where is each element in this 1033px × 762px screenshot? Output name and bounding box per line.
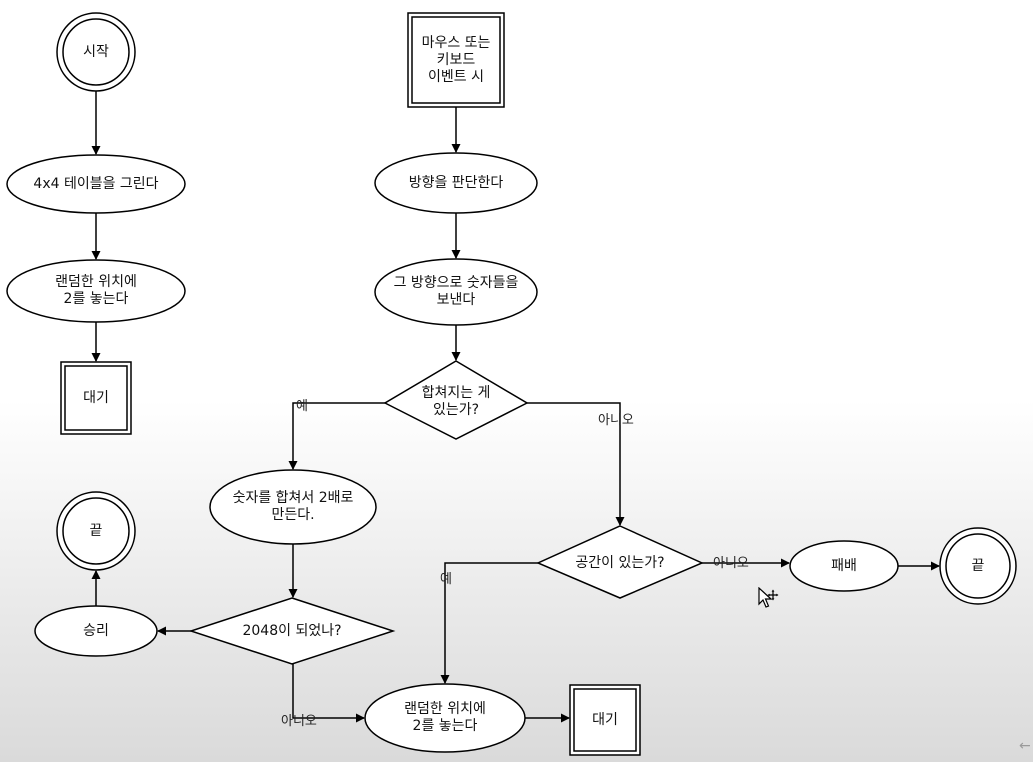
- arrow-2048-no-to-place-two: [292, 664, 365, 723]
- event-node[interactable]: [407, 12, 505, 108]
- edge-label-no: 아니오: [713, 556, 749, 571]
- reached-2048-decision[interactable]: [188, 597, 396, 665]
- draw-table-node[interactable]: [6, 154, 186, 214]
- arrow-space-yes-to-place-two: [440, 562, 538, 684]
- judge-direction-node[interactable]: [374, 152, 538, 214]
- place-two-start-node[interactable]: [6, 259, 186, 323]
- merge-double-node[interactable]: [209, 469, 377, 545]
- edge-label-yes: 예: [440, 572, 452, 587]
- edge-label-no: 아니오: [281, 714, 317, 729]
- can-merge-decision[interactable]: [383, 360, 529, 440]
- start-node[interactable]: [56, 12, 136, 92]
- arrow-can-merge-no: [527, 402, 625, 526]
- wait-start-node[interactable]: [60, 361, 132, 435]
- place-two-loop-node[interactable]: [364, 683, 526, 753]
- wait-loop-node[interactable]: [569, 684, 641, 756]
- edge-label-yes: 예: [296, 399, 308, 414]
- edge-label-no: 아니오: [598, 413, 634, 428]
- space-exists-decision[interactable]: [536, 525, 704, 599]
- win-node[interactable]: [34, 605, 158, 657]
- move-cursor-icon: [758, 587, 779, 608]
- back-arrow-icon[interactable]: ←: [1019, 738, 1031, 754]
- end-win-node[interactable]: [56, 491, 136, 571]
- lose-node[interactable]: [789, 540, 899, 592]
- send-numbers-node[interactable]: [374, 258, 538, 326]
- end-lose-node[interactable]: [939, 527, 1017, 605]
- arrow-can-merge-yes: [288, 402, 385, 470]
